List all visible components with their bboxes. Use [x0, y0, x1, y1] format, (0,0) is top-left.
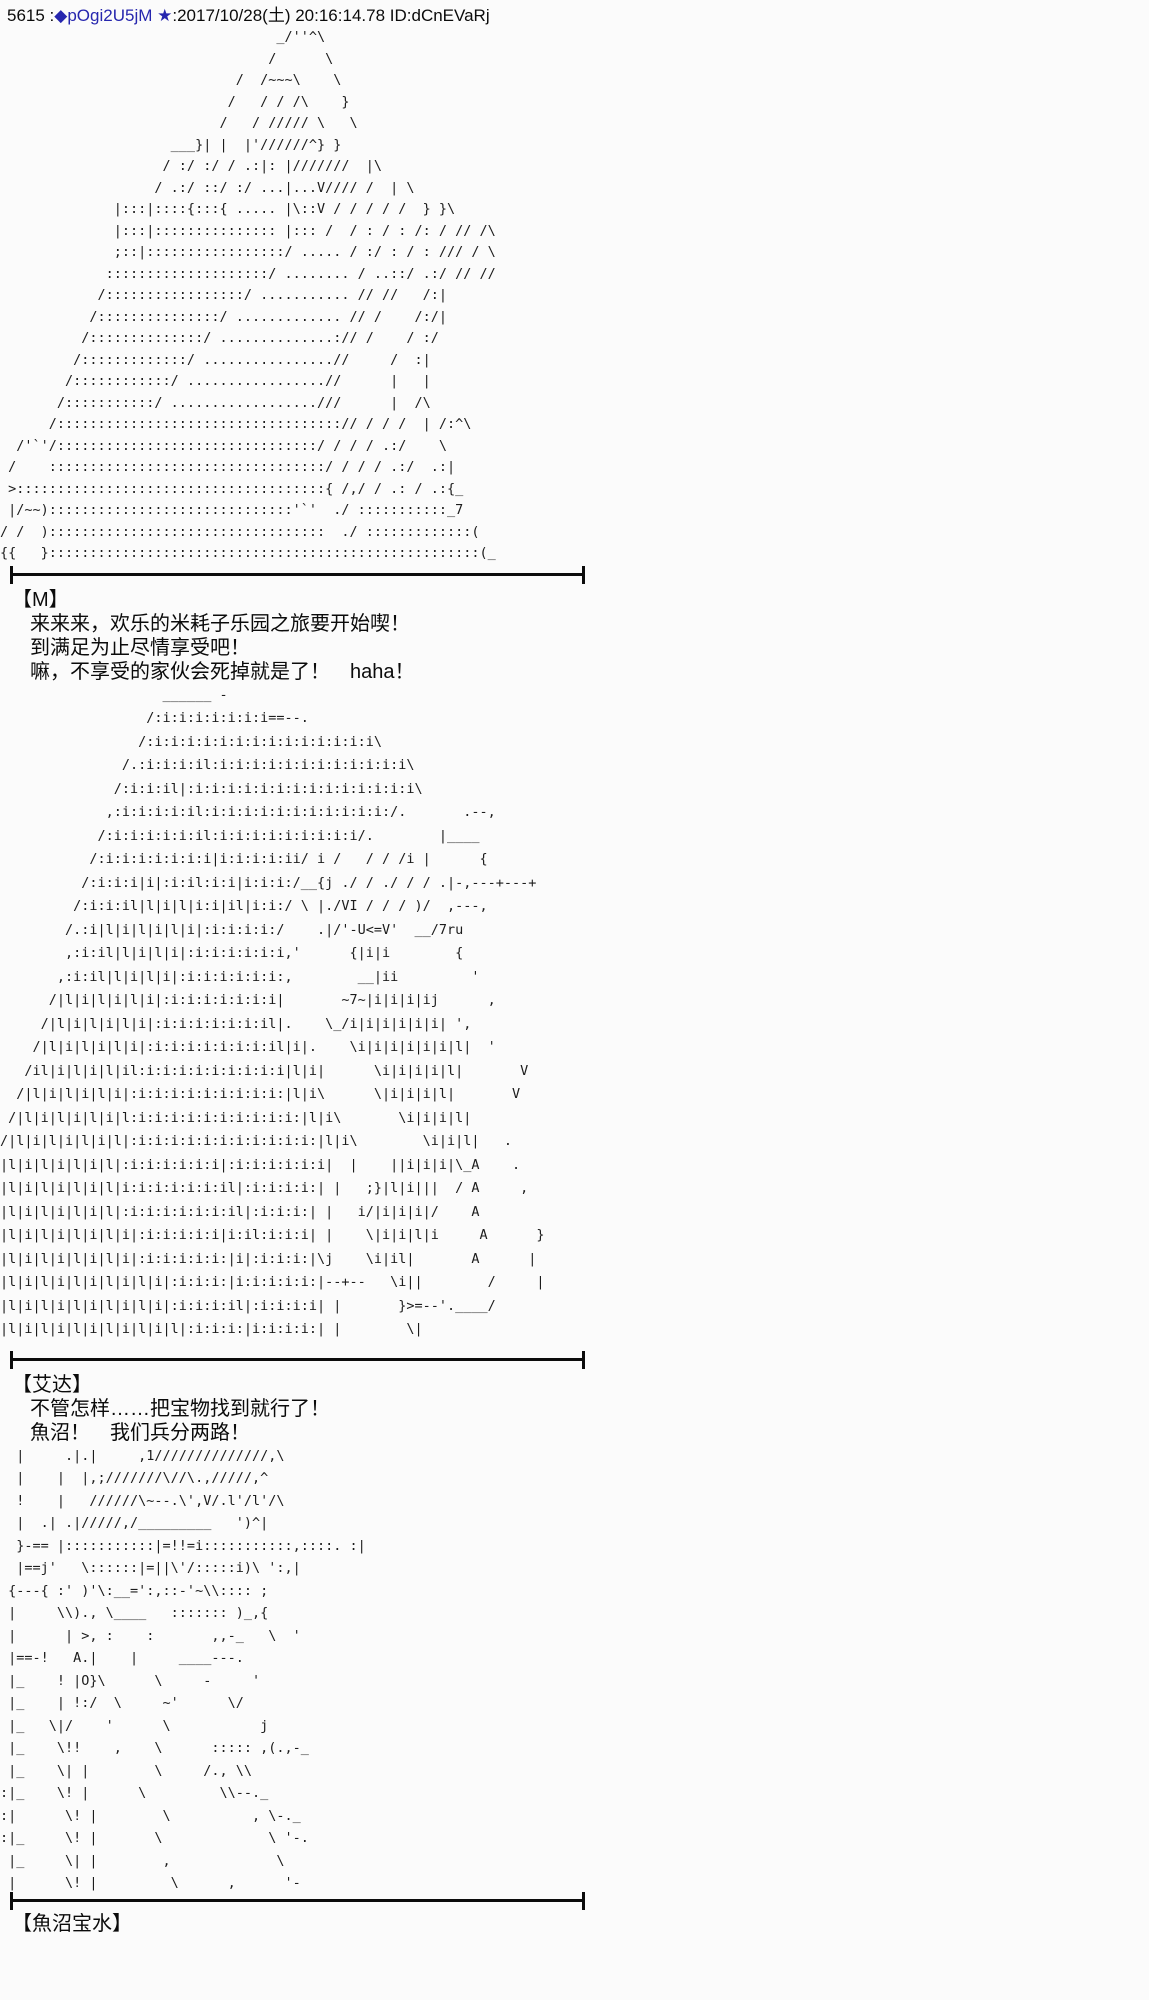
divider-left-tick — [10, 1891, 13, 1910]
header-separator-1: : — [44, 6, 55, 25]
section-divider — [10, 1350, 585, 1369]
divider-left-tick — [10, 565, 13, 584]
speaker-label: 【艾达】 — [12, 1373, 92, 1396]
dialogue-line: 不管怎样……把宝物找到就行了！ — [30, 1397, 330, 1420]
section-divider — [10, 565, 585, 584]
dialogue-block-m: 【M】 来来来，欢乐的米耗子乐园之旅要开始喫！ 到满足为止尽情享受吧！ 嘛，不享… — [0, 588, 1149, 684]
divider-right-tick — [582, 1350, 585, 1369]
ascii-art-helmeted-figure: | .|.| ,1//////////////,\ | | |,;///////… — [0, 1447, 366, 1892]
poster-tripcode: ◆pOgi2U5jM ★ — [54, 6, 173, 25]
speaker-label: 【M】 — [12, 588, 69, 611]
post-number: 5615 — [7, 6, 45, 25]
forum-post: 5615 :◆pOgi2U5jM ★:2017/10/28(土) 20:16:1… — [0, 0, 1149, 1936]
dialogue-line: 来来来，欢乐的米耗子乐园之旅要开始喫！ — [30, 612, 410, 635]
post-header: 5615 :◆pOgi2U5jM ★:2017/10/28(土) 20:16:1… — [0, 0, 1149, 27]
dialogue-block-uonuma: 【魚沼宝水】 — [0, 1912, 1149, 1936]
post-datetime: 2017/10/28(土) 20:16:14.78 — [177, 6, 386, 25]
header-separator-2: : — [172, 6, 178, 25]
dialogue-line: 魚沼！ 我们兵分两路！ — [30, 1421, 250, 1444]
divider-right-tick — [582, 565, 585, 584]
divider-right-tick — [582, 1891, 585, 1910]
dialogue-block-aida: 【艾达】 不管怎样……把宝物找到就行了！ 魚沼！ 我们兵分两路！ — [0, 1373, 1149, 1445]
ascii-art-gunner-figure: ______ - /:i:i:i:i:i:i:i==--. /:i:i:i:i:… — [0, 686, 545, 1338]
section-divider — [10, 1891, 585, 1910]
post-id: ID:dCnEVaRj — [389, 6, 490, 25]
divider-left-tick — [10, 1350, 13, 1369]
dialogue-line: 嘛，不享受的家伙会死掉就是了！ haha！ — [30, 660, 415, 683]
dialogue-line: 到满足为止尽情享受吧！ — [30, 636, 250, 659]
ascii-art-seated-robed-figure: _/''^\ / \ / /~~~\ \ / / / /\ } / / ////… — [0, 29, 496, 561]
speaker-label: 【魚沼宝水】 — [12, 1912, 132, 1935]
